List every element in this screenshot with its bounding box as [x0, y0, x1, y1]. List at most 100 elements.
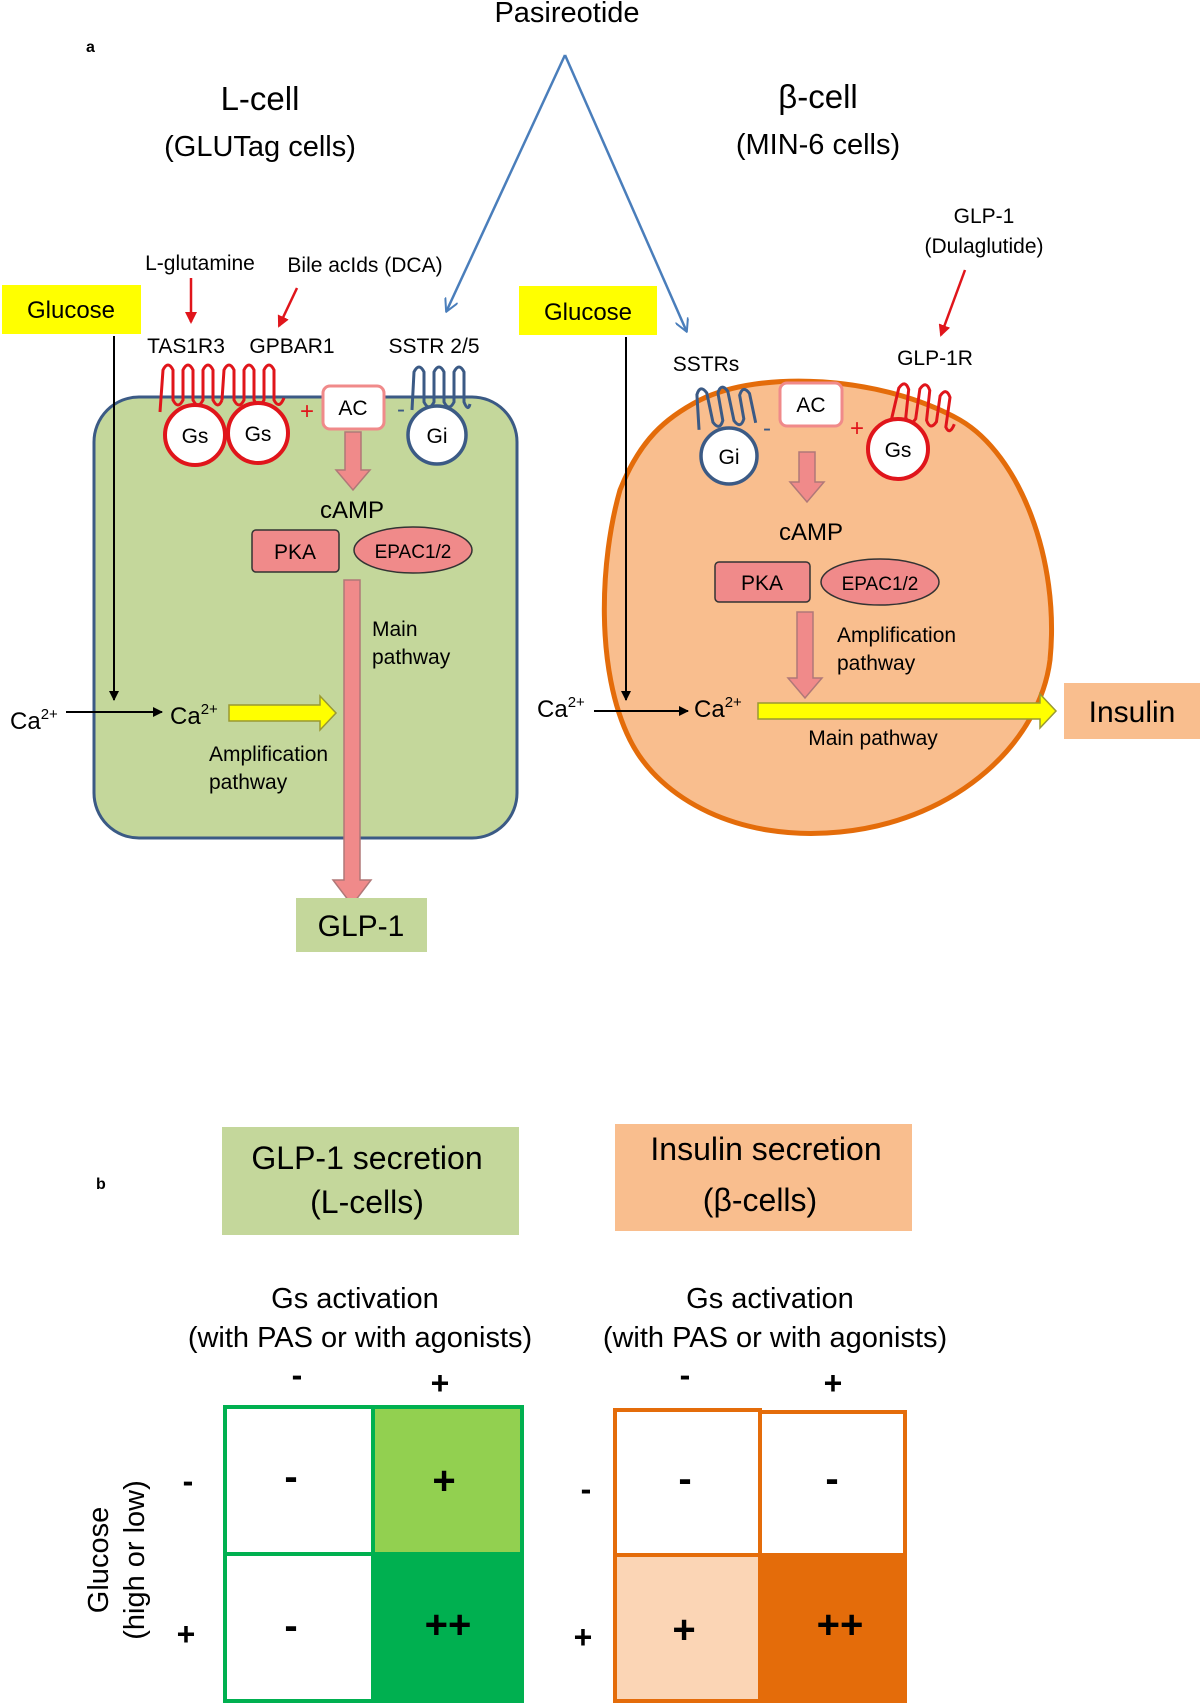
beta-cell-ca-inside: Ca2+	[694, 694, 742, 723]
l-cell-amp-pathway-1: Amplification	[209, 743, 328, 766]
tas1r3-receptor	[158, 363, 224, 413]
beta-cell-epac-ellipse	[820, 558, 940, 606]
left-col-minus: -	[292, 1357, 303, 1393]
l-cell-subtitle: (GLUTag cells)	[164, 131, 356, 163]
beta-cell-main-pathway-arrow	[757, 692, 1058, 730]
drug-arrow-to-sstr25	[447, 54, 567, 310]
beta-cell-camp-label: cAMP	[779, 519, 843, 546]
glp1-cell-value: ++	[425, 1603, 472, 1647]
beta-cell-amp-pathway-1: Amplification	[837, 624, 956, 647]
right-col-minus: -	[680, 1357, 691, 1393]
l-cell-ac-camp-arrow	[334, 431, 372, 492]
beta-cell-plus: +	[850, 415, 864, 442]
glp1-secretion-title-2: (L-cells)	[310, 1184, 424, 1220]
beta-cell-gs-label: Gs	[885, 439, 912, 462]
beta-cell-ac-box	[778, 381, 844, 428]
glp1r-label: GLP-1R	[897, 347, 973, 370]
gpbar1-label: GPBAR1	[249, 335, 334, 358]
beta-cell-amplification-arrow	[786, 611, 824, 700]
sstrs-receptor	[695, 385, 758, 430]
sstr25-label: SSTR 2/5	[388, 335, 479, 358]
l-cell-camp-label: cAMP	[320, 497, 384, 524]
insulin-secretion-title-2: (β-cells)	[703, 1182, 817, 1218]
beta-cell-amp-pathway-2: pathway	[837, 652, 916, 675]
glp1-cell-gluc-plus-gs-plus	[371, 1552, 524, 1703]
beta-cell-pka-box	[714, 561, 811, 603]
beta-cell-glucose-label: Glucose	[544, 299, 632, 326]
l-cell-ca-inside: Ca2+	[170, 701, 218, 730]
right-col-header-2: (with PAS or with agonists)	[603, 1322, 947, 1354]
l-cell-amplification-arrow	[228, 694, 338, 732]
svg-text:(high or low): (high or low)	[119, 1480, 151, 1640]
right-col-header-1: Gs activation	[686, 1283, 854, 1315]
l-cell-ac-box	[321, 384, 386, 431]
beta-cell-ca-outside: Ca2+	[537, 694, 585, 723]
insulin-cell-gluc-plus-gs-plus	[758, 1553, 907, 1703]
sstr25-receptor	[410, 365, 472, 411]
left-row-plus: +	[177, 1616, 196, 1652]
glp1-output-box	[296, 898, 427, 952]
beta-cell-pka-label: PKA	[741, 572, 783, 595]
l-cell-glucose-label: Glucose	[27, 297, 115, 324]
insulin-cell-value: -	[825, 1457, 838, 1501]
glp1-secretion-grid: - + - ++	[223, 1405, 524, 1703]
glp1-secretion-title-box	[222, 1127, 519, 1235]
l-cell-main-pathway-arrow	[331, 579, 373, 907]
beta-cell-gi	[699, 426, 759, 486]
l-cell-epac-ellipse	[353, 526, 473, 574]
l-cell-amp-pathway-2: pathway	[209, 771, 288, 794]
bile-acids-arrow	[277, 287, 299, 328]
insulin-cell-value: -	[678, 1457, 691, 1501]
l-cell-main-pathway-2: pathway	[372, 646, 451, 669]
panel-a-label: a	[86, 39, 95, 56]
glp1-ligand-arrow	[938, 269, 967, 337]
insulin-cell-value: +	[672, 1608, 695, 1652]
drug-arrow-to-sstrs	[563, 54, 686, 330]
l-cell-ac-label: AC	[338, 397, 367, 420]
bile-acids-label: Bile acIds (DCA)	[287, 254, 442, 277]
beta-cell-epac-label: EPAC1/2	[842, 574, 919, 595]
beta-cell-gs	[866, 417, 930, 481]
l-cell-pka-box	[251, 529, 340, 573]
svg-text:Glucose: Glucose	[83, 1507, 115, 1613]
right-row-minus: -	[581, 1471, 592, 1507]
insulin-cell-gluc-plus-gs-minus	[613, 1553, 762, 1703]
insulin-cell-value: ++	[817, 1603, 864, 1647]
glp1-cell-gluc-minus-gs-plus	[371, 1405, 524, 1556]
l-cell-body	[92, 395, 519, 840]
glp1-cell-value: +	[432, 1459, 455, 1503]
drug-label: Pasireotide	[494, 0, 639, 29]
l-cell-title: L-cell	[221, 80, 300, 117]
glp1-ligand-label-2: (Dulaglutide)	[924, 235, 1043, 258]
l-cell-glucose-box	[2, 285, 141, 334]
insulin-secretion-grid: - - + ++	[613, 1408, 907, 1703]
sstrs-label: SSTRs	[673, 353, 740, 376]
l-cell-epac-label: EPAC1/2	[375, 542, 452, 563]
l-cell-gs-2-label: Gs	[245, 423, 272, 446]
beta-cell-ac-label: AC	[796, 394, 825, 417]
beta-cell-minus: -	[763, 415, 771, 442]
glp1-cell-value: -	[284, 1604, 297, 1648]
glp1-ligand-label-1: GLP-1	[954, 205, 1015, 228]
l-glutamine-label: L-glutamine	[145, 252, 255, 275]
right-row-plus: +	[574, 1619, 593, 1655]
beta-cell-main-pathway-label: Main pathway	[808, 727, 938, 750]
beta-cell-ac-camp-arrow	[788, 451, 826, 504]
l-cell-pka-label: PKA	[274, 541, 316, 564]
left-col-plus: +	[431, 1365, 450, 1401]
insulin-secretion-title-1: Insulin secretion	[650, 1131, 881, 1167]
glp1-cell-gluc-minus-gs-minus	[223, 1405, 375, 1556]
right-col-plus: +	[824, 1365, 843, 1401]
beta-cell-glucose-box	[519, 286, 657, 335]
panel-b-label: b	[96, 1176, 106, 1193]
glp1-cell-gluc-plus-gs-minus	[223, 1552, 375, 1703]
left-col-header-1: Gs activation	[271, 1283, 439, 1315]
l-cell-gs-1	[163, 403, 227, 467]
glp1-cell-value: -	[284, 1455, 297, 1499]
left-row-minus: -	[183, 1463, 194, 1499]
glucose-axis-label: Glucose (high or low)	[83, 1480, 151, 1640]
beta-cell-title: β-cell	[778, 78, 858, 115]
insulin-output-label: Insulin	[1089, 696, 1176, 729]
gpbar1-receptor	[220, 363, 286, 407]
